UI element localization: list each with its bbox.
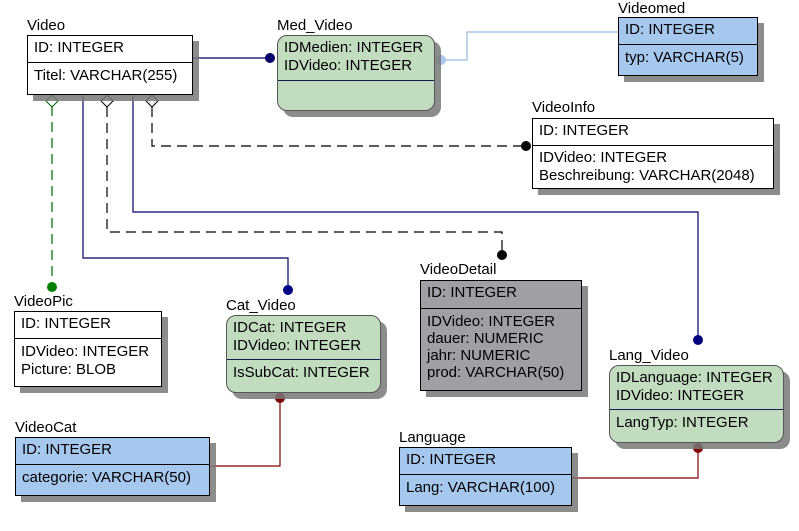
attribute: IDVideo: INTEGER <box>21 343 150 360</box>
entity-box[interactable]: IDMedien: INTEGER IDVideo: INTEGER <box>277 35 435 111</box>
rel-end-dot <box>521 141 531 151</box>
attribute: IDVideo: INTEGER <box>233 337 362 354</box>
pk-section: ID: INTEGER <box>421 281 581 309</box>
pk-section: IDLanguage: INTEGER IDVideo: INTEGER <box>610 366 783 410</box>
attr-section: IDVideo: INTEGER Beschreibung: VARCHAR(2… <box>533 146 773 187</box>
attribute: IsSubCat: INTEGER <box>233 364 370 381</box>
entity-box[interactable]: ID: INTEGER categorie: VARCHAR(50) <box>15 437 210 496</box>
rel-diamond <box>145 94 159 108</box>
attribute: ID: INTEGER <box>625 21 716 38</box>
attribute: Lang: VARCHAR(100) <box>406 479 555 496</box>
rel-end-dot <box>693 443 703 453</box>
attribute: typ: VARCHAR(5) <box>625 49 744 66</box>
attr-section: IDVideo: INTEGER dauer: NUMERIC jahr: NU… <box>421 309 581 383</box>
rel-end-dot <box>497 250 507 260</box>
pk-section: ID: INTEGER <box>15 312 161 339</box>
attribute: IDCat: INTEGER <box>233 319 347 336</box>
attribute: Beschreibung: VARCHAR(2048) <box>539 167 755 184</box>
rel-end-dot <box>275 393 285 403</box>
entity-title: Med_Video <box>277 17 353 34</box>
attribute: ID: INTEGER <box>539 122 630 139</box>
entity-box[interactable]: ID: INTEGER Lang: VARCHAR(100) <box>399 447 572 506</box>
rel-videocat-catvideo[interactable] <box>210 398 281 467</box>
entity-box[interactable]: ID: INTEGER IDVideo: INTEGER Picture: BL… <box>14 311 162 387</box>
rel-end-dot <box>436 55 446 65</box>
entity-title: VideoInfo <box>532 99 596 116</box>
entity-box[interactable]: ID: INTEGER IDVideo: INTEGER dauer: NUME… <box>420 280 582 391</box>
pk-section: ID: INTEGER <box>400 448 571 475</box>
attr-section: typ: VARCHAR(5) <box>619 45 757 69</box>
attribute: IDVideo: INTEGER <box>284 57 413 74</box>
attribute: jahr: NUMERIC <box>427 347 531 364</box>
entity-title: VideoDetail <box>420 261 497 278</box>
rel-end-dot <box>265 53 275 63</box>
rel-diamond <box>100 94 114 108</box>
entity-title: VideoPic <box>14 293 73 310</box>
attr-section <box>278 81 434 85</box>
pk-section: IDCat: INTEGER IDVideo: INTEGER <box>227 316 380 360</box>
attribute: Titel: VARCHAR(255) <box>34 67 178 84</box>
entity-box[interactable]: IDLanguage: INTEGER IDVideo: INTEGER Lan… <box>609 365 784 443</box>
entity-box[interactable]: ID: INTEGER IDVideo: INTEGER Beschreibun… <box>532 118 774 189</box>
attr-section: Titel: VARCHAR(255) <box>28 63 192 87</box>
pk-section: ID: INTEGER <box>16 438 209 465</box>
attribute: IDLanguage: INTEGER <box>616 369 773 386</box>
rel-videomed-medvideo[interactable] <box>441 31 618 61</box>
rel-end-dot <box>283 285 293 295</box>
entity-box[interactable]: ID: INTEGER Titel: VARCHAR(255) <box>27 35 193 95</box>
pk-section: IDMedien: INTEGER IDVideo: INTEGER <box>278 36 434 81</box>
attr-section: LangTyp: INTEGER <box>610 410 783 434</box>
entity-box[interactable]: ID: INTEGER typ: VARCHAR(5) <box>618 17 758 76</box>
pk-section: ID: INTEGER <box>28 36 192 63</box>
rel-diamond <box>45 94 59 108</box>
attribute: IDVideo: INTEGER <box>539 149 668 166</box>
entity-title: Videomed <box>618 0 686 17</box>
attribute: ID: INTEGER <box>21 315 112 332</box>
attribute: ID: INTEGER <box>22 441 113 458</box>
attribute: ID: INTEGER <box>34 39 125 56</box>
pk-section: ID: INTEGER <box>533 119 773 146</box>
attribute: categorie: VARCHAR(50) <box>22 469 191 486</box>
attribute: ID: INTEGER <box>427 284 518 301</box>
rel-video-videoinfo[interactable] <box>151 107 526 147</box>
attribute: ID: INTEGER <box>406 451 497 468</box>
rel-end-dot <box>47 282 57 292</box>
rel-video-catvideo[interactable] <box>82 95 289 288</box>
rel-video-videodetail[interactable] <box>106 107 503 253</box>
entity-title: Lang_Video <box>609 347 689 364</box>
attr-section: IsSubCat: INTEGER <box>227 360 380 384</box>
entity-title: Language <box>399 429 466 446</box>
attr-section: IDVideo: INTEGER Picture: BLOB <box>15 339 161 381</box>
attribute: IDVideo: INTEGER <box>616 387 745 404</box>
entity-title: VideoCat <box>15 419 77 436</box>
attribute: LangTyp: INTEGER <box>616 414 749 431</box>
attribute: dauer: NUMERIC <box>427 330 544 347</box>
pk-section: ID: INTEGER <box>619 18 757 45</box>
entity-title: Video <box>27 17 66 34</box>
rel-language-langvideo[interactable] <box>572 448 699 479</box>
attribute: prod: VARCHAR(50) <box>427 364 565 381</box>
attribute: Picture: BLOB <box>21 361 117 378</box>
rel-end-dot <box>693 335 703 345</box>
attribute: IDMedien: INTEGER <box>284 39 424 56</box>
attr-section: categorie: VARCHAR(50) <box>16 465 209 489</box>
entity-title: Cat_Video <box>226 297 296 314</box>
rel-video-langvideo[interactable] <box>132 95 699 338</box>
attr-section: Lang: VARCHAR(100) <box>400 475 571 499</box>
attribute: IDVideo: INTEGER <box>427 313 556 330</box>
entity-box[interactable]: IDCat: INTEGER IDVideo: INTEGER IsSubCat… <box>226 315 381 393</box>
